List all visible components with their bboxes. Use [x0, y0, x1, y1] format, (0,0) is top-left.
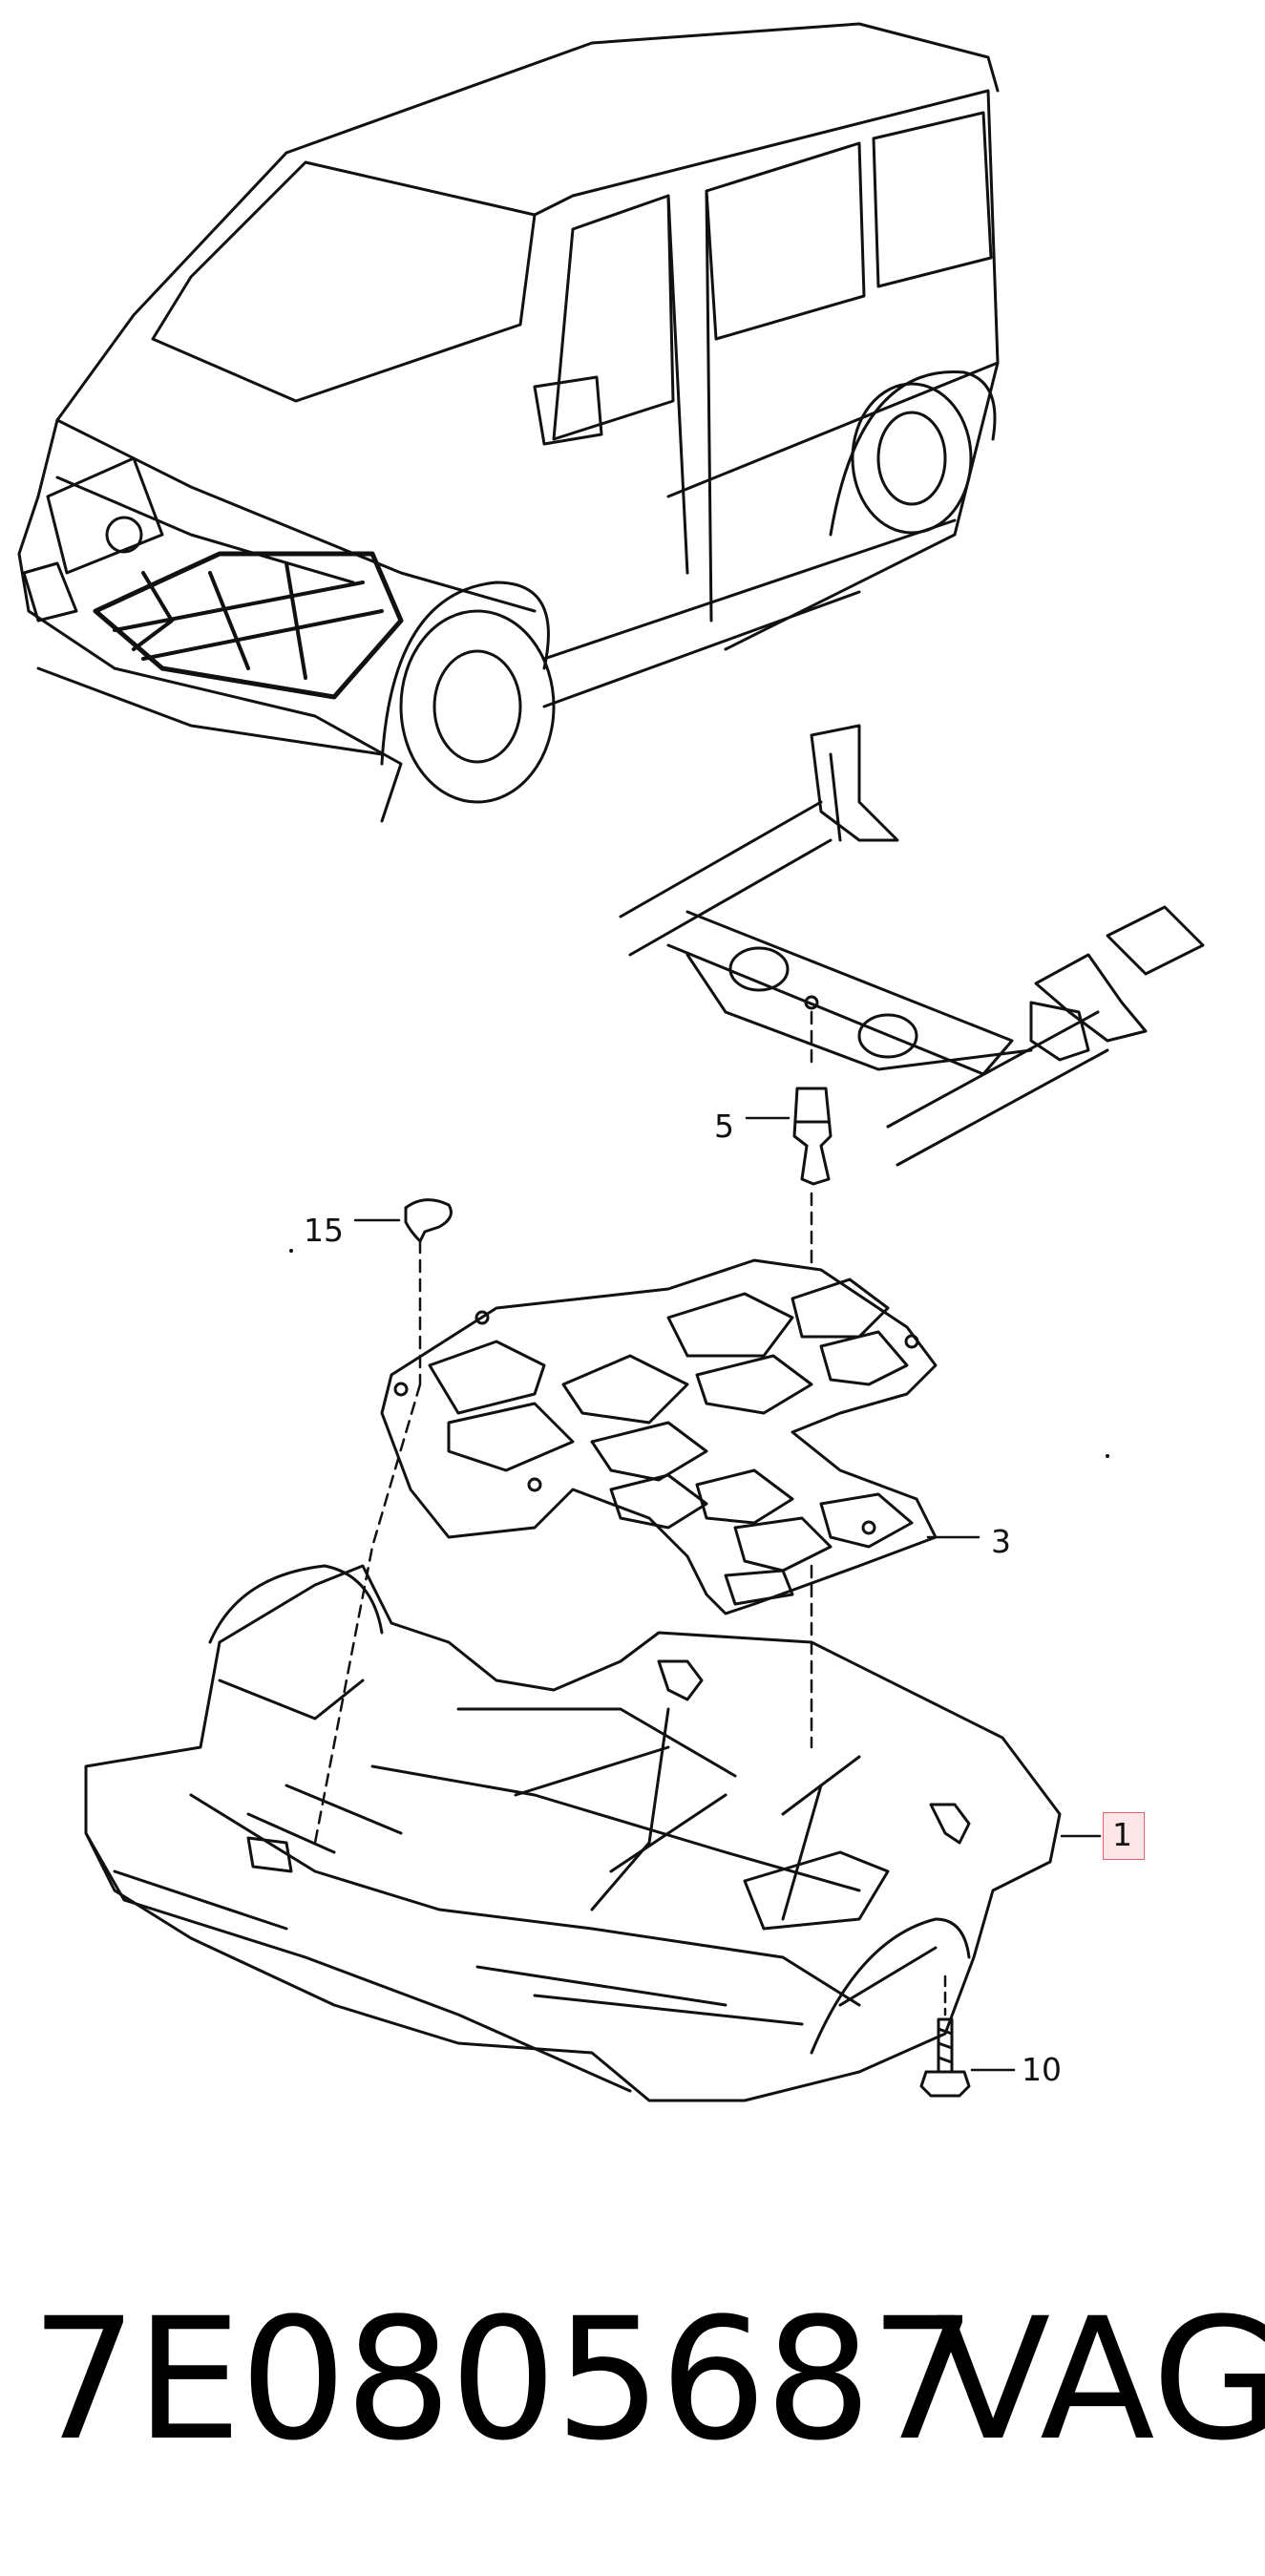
underbody-shield-item-1	[84, 1564, 1102, 2102]
callout-label-5: 5	[714, 1108, 734, 1145]
clip-item-15	[313, 1198, 453, 1845]
van-illustration	[17, 22, 1000, 823]
crossmember-illustration	[619, 724, 1205, 1167]
part-number: 7E0805687	[31, 2282, 977, 2478]
exploded-parts-diagram	[17, 22, 1205, 2102]
callout-label-10: 10	[1022, 2051, 1062, 2088]
callout-1-highlight	[1103, 1812, 1145, 1860]
brand-name: VAG	[936, 2282, 1265, 2478]
bolt-item-10	[919, 1974, 1016, 2098]
callout-label-3: 3	[991, 1523, 1011, 1560]
clip-item-5	[745, 1087, 833, 1272]
insulation-pad-item-3	[380, 1258, 980, 1749]
callout-label-1: 1	[1112, 1816, 1132, 1853]
callout-label-15: 15	[304, 1212, 344, 1249]
